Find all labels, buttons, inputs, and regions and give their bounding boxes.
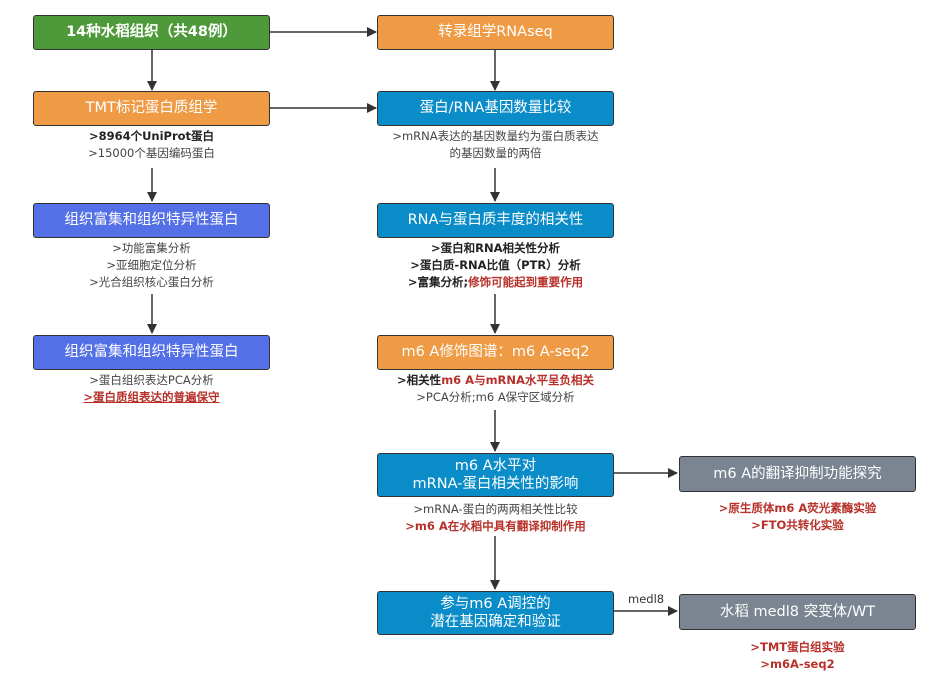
note-m6a-translation-line1: >原生质体m6 A荧光素酶实验 <box>718 501 877 515</box>
note-mutant-line2: >m6A-seq2 <box>760 657 835 671</box>
note-m6a-map-line2: >PCA分析;m6 A保守区域分析 <box>416 390 575 404</box>
note-tissue-enrich-2-line2: >蛋白质组表达的普遍保守 <box>83 390 220 404</box>
node-protein-rna-compare: 蛋白/RNA基因数量比较 <box>377 91 614 126</box>
note-mutant-line1: >TMT蛋白组实验 <box>750 640 845 654</box>
node-rna-protein-corr-label: RNA与蛋白质丰度的相关性 <box>407 212 584 229</box>
edge-label-medl8: medl8 <box>628 592 665 606</box>
node-m6a-translation-label: m6 A的翻译抑制功能探究 <box>713 465 882 482</box>
node-m6a-effect-label-1: m6 A水平对 <box>454 457 537 474</box>
node-protein-rna-compare-label: 蛋白/RNA基因数量比较 <box>419 100 572 117</box>
node-samples: 14种水稻组织（共48例） <box>33 15 270 50</box>
node-gene-validate-label-1: 参与m6 A调控的 <box>440 595 551 612</box>
note-tmt: >8964个UniProt蛋白 >15000个基因编码蛋白 <box>33 128 270 162</box>
node-mutant: 水稻 medl8 突变体/WT <box>679 594 916 630</box>
note-m6a-map-line1-a: >相关性 <box>397 373 442 387</box>
note-m6a-effect-line2: >m6 A在水稻中具有翻译抑制作用 <box>405 519 586 533</box>
node-m6a-map: m6 A修饰图谱：m6 A-seq2 <box>377 335 614 370</box>
note-tissue-enrich-1: >功能富集分析 >亚细胞定位分析 >光合组织核心蛋白分析 <box>33 240 270 291</box>
node-m6a-translation: m6 A的翻译抑制功能探究 <box>679 456 916 492</box>
note-protein-rna-compare-line1: >mRNA表达的基因数量约为蛋白质表达 <box>392 129 599 143</box>
node-tissue-enrich-2-label: 组织富集和组织特异性蛋白 <box>64 344 239 361</box>
node-tissue-enrich-2: 组织富集和组织特异性蛋白 <box>33 335 270 370</box>
note-protein-rna-compare-line2: 的基因数量的两倍 <box>449 146 542 160</box>
node-tissue-enrich-1: 组织富集和组织特异性蛋白 <box>33 203 270 238</box>
note-tissue-enrich-1-line3: >光合组织核心蛋白分析 <box>89 275 214 289</box>
note-m6a-map-line1: >相关性m6 A与mRNA水平呈负相关 <box>377 372 614 389</box>
note-m6a-map: >相关性m6 A与mRNA水平呈负相关 >PCA分析;m6 A保守区域分析 <box>377 372 614 406</box>
note-m6a-translation-line2: >FTO共转化实验 <box>751 518 844 532</box>
node-tmt-label: TMT标记蛋白质组学 <box>85 100 218 117</box>
note-rna-protein-corr-line3-a: >富集分析; <box>407 275 469 289</box>
node-transcriptome-label: 转录组学RNAseq <box>438 24 553 41</box>
node-gene-validate: 参与m6 A调控的 潜在基因确定和验证 <box>377 591 614 635</box>
note-rna-protein-corr-line3-b: 修饰可能起到重要作用 <box>468 275 584 289</box>
node-tmt: TMT标记蛋白质组学 <box>33 91 270 126</box>
note-tissue-enrich-2: >蛋白组织表达PCA分析 >蛋白质组表达的普遍保守 <box>33 372 270 406</box>
node-transcriptome: 转录组学RNAseq <box>377 15 614 50</box>
node-samples-label: 14种水稻组织（共48例） <box>66 24 237 41</box>
note-rna-protein-corr-line3: >富集分析;修饰可能起到重要作用 <box>377 274 614 291</box>
note-tissue-enrich-2-line1: >蛋白组织表达PCA分析 <box>89 373 214 387</box>
node-tissue-enrich-1-label: 组织富集和组织特异性蛋白 <box>64 212 239 229</box>
note-m6a-map-line1-b: m6 A与mRNA水平呈负相关 <box>441 373 594 387</box>
node-m6a-map-label: m6 A修饰图谱：m6 A-seq2 <box>401 344 590 361</box>
note-tissue-enrich-1-line2: >亚细胞定位分析 <box>106 258 197 272</box>
note-m6a-translation: >原生质体m6 A荧光素酶实验 >FTO共转化实验 <box>679 500 916 534</box>
node-mutant-label: 水稻 medl8 突变体/WT <box>719 603 876 620</box>
note-rna-protein-corr-line1: >蛋白和RNA相关性分析 <box>430 241 560 255</box>
note-tmt-line2: >15000个基因编码蛋白 <box>88 146 215 160</box>
note-protein-rna-compare: >mRNA表达的基因数量约为蛋白质表达 的基因数量的两倍 <box>377 128 614 162</box>
note-tmt-line1: >8964个UniProt蛋白 <box>88 129 215 143</box>
note-m6a-effect-line1: >mRNA-蛋白的两两相关性比较 <box>413 502 578 516</box>
node-rna-protein-corr: RNA与蛋白质丰度的相关性 <box>377 203 614 238</box>
node-gene-validate-label-2: 潜在基因确定和验证 <box>430 614 561 630</box>
node-m6a-effect-label-2: mRNA-蛋白相关性的影响 <box>412 476 579 492</box>
note-mutant: >TMT蛋白组实验 >m6A-seq2 <box>679 639 916 673</box>
note-tissue-enrich-1-line1: >功能富集分析 <box>112 241 191 255</box>
note-rna-protein-corr: >蛋白和RNA相关性分析 >蛋白质-RNA比值（PTR）分析 >富集分析;修饰可… <box>377 240 614 291</box>
node-m6a-effect: m6 A水平对 mRNA-蛋白相关性的影响 <box>377 453 614 497</box>
note-rna-protein-corr-line2: >蛋白质-RNA比值（PTR）分析 <box>410 258 581 272</box>
note-m6a-effect: >mRNA-蛋白的两两相关性比较 >m6 A在水稻中具有翻译抑制作用 <box>377 501 614 535</box>
